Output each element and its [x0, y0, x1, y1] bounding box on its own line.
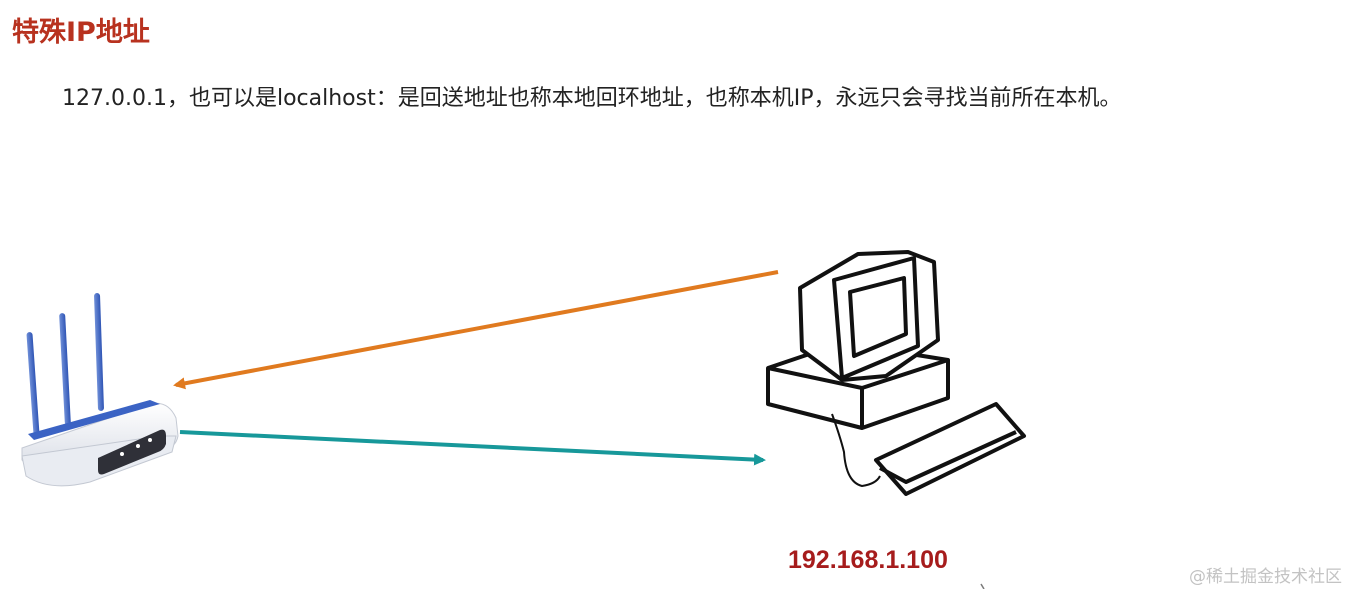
router-icon	[21, 293, 179, 487]
watermark: @稀土掘金技术社区	[1189, 567, 1342, 587]
arrow-computer-to-router	[173, 270, 779, 390]
computer-ip-label: 192.168.1.100	[788, 546, 948, 574]
desktop-computer-icon	[766, 250, 1026, 496]
description-text: 127.0.0.1，也可以是localhost：是回送地址也称本地回环地址，也称…	[62, 86, 1122, 111]
arrow-router-to-computer	[179, 430, 766, 466]
cursor-mark	[980, 583, 985, 589]
page-title: 特殊IP地址	[12, 17, 150, 48]
